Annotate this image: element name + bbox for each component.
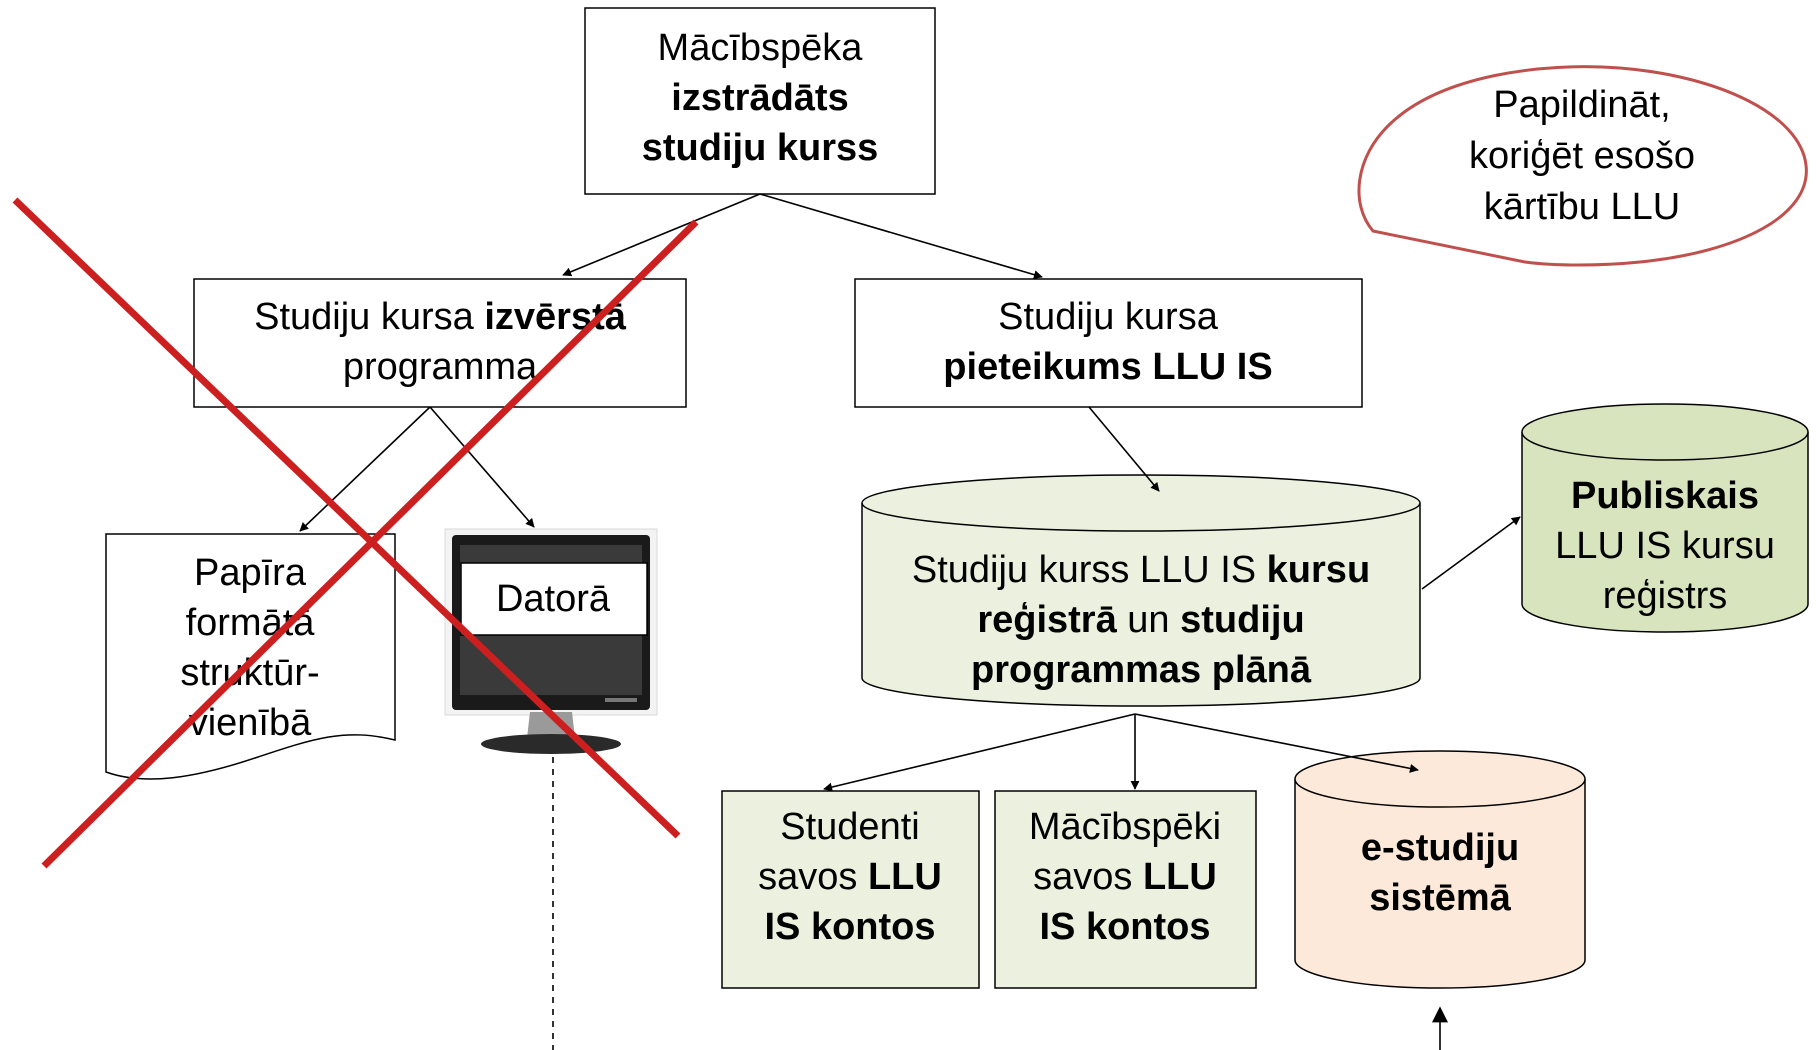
label-line-segment: e-studiju <box>1361 827 1519 869</box>
program-node: Studiju kursa izvērstā programma <box>193 278 687 408</box>
label-line-segment: Studiju kursa <box>254 296 484 338</box>
label-line-segment: Publiskais <box>1571 475 1759 517</box>
students-node-label: Studenti savos LLU IS kontos <box>758 806 942 948</box>
label-line-segment: LLU <box>1143 856 1217 898</box>
red-cross-out <box>12 197 699 869</box>
label-line-segment: programma <box>343 346 538 388</box>
callout-text: Papildināt, koriģēt esošo kārtību LLU <box>1469 84 1695 228</box>
arrow-program-to-computer <box>429 406 535 528</box>
label-line-segment: IS kontos <box>764 906 935 948</box>
label-line-segment: Papildināt, <box>1493 84 1670 126</box>
label-line-segment: Studiju kursa <box>998 296 1219 338</box>
label-line-segment: izstrādāts <box>671 77 848 119</box>
cross-stroke-1 <box>12 197 681 839</box>
arrow-program-to-paper <box>299 406 431 532</box>
registry-database-node: Studiju kurss LLU IS kursu reģistrā un st… <box>861 474 1421 707</box>
e-studies-node-label: e-studiju sistēmā <box>1361 827 1519 919</box>
label-line-segment: IS kontos <box>1039 906 1210 948</box>
label-line-segment: studiju kurss <box>642 127 879 169</box>
label-line-segment: LLU IS kursu <box>1555 525 1775 567</box>
root-node-label: Mācībspēka izstrādāts studiju kurss <box>642 27 879 169</box>
arrow-root-to-program <box>562 193 761 277</box>
label-line-segment: reģistrā <box>977 599 1117 641</box>
teachers-node-label: Mācībspēki savos LLU IS kontos <box>1029 806 1221 948</box>
cross-stroke-2 <box>41 219 699 869</box>
students-node: Studenti savos LLU IS kontos <box>721 790 980 989</box>
callout-bubble: Papildināt, koriģēt esošo kārtību LLU <box>1357 65 1808 267</box>
label-line-segment: sistēmā <box>1369 877 1511 919</box>
arrow-application-to-registry <box>1088 406 1160 492</box>
label-line-segment: kārtību LLU <box>1484 186 1680 228</box>
arrow-registry-to-students <box>823 713 1136 792</box>
label-line-segment: programmas plānā <box>971 649 1312 691</box>
e-studies-database-node: e-studiju sistēmā <box>1294 750 1586 989</box>
label-line-segment: kursu <box>1267 549 1370 591</box>
application-node-label: Studiju kursa pieteikums LLU IS <box>943 296 1272 388</box>
label-line-segment: formātā <box>186 602 316 644</box>
connectors <box>299 193 1521 1050</box>
program-node-label: Studiju kursa izvērstā programma <box>254 296 627 388</box>
computer-label: Datorā <box>496 578 611 620</box>
label-line-segment: Papīra <box>194 552 307 594</box>
teachers-node: Mācībspēki savos LLU IS kontos <box>994 790 1257 989</box>
label-line-segment: savos <box>1033 856 1143 898</box>
arrow-root-to-application <box>759 193 1043 280</box>
label-line-segment: Studiju kurss LLU IS <box>912 549 1267 591</box>
label-line-segment: koriģēt esošo <box>1469 135 1695 177</box>
label-line-segment: un <box>1117 599 1180 641</box>
label-line-segment: LLU <box>868 856 942 898</box>
label-line-segment: Mācībspēki <box>1029 806 1221 848</box>
label-line-segment: studiju <box>1180 599 1305 641</box>
arrow-registry-to-e-studies <box>1134 713 1419 773</box>
label-line-segment: reģistrs <box>1603 575 1728 617</box>
label-line-segment: pieteikums LLU IS <box>943 346 1272 388</box>
label-line-segment: Mācībspēka <box>658 27 864 69</box>
application-node: Studiju kursa pieteikums LLU IS <box>854 278 1363 408</box>
registry-node-label: Studiju kurss LLU IS kursu reģistrā un st… <box>912 549 1370 691</box>
arrow-registry-to-public <box>1421 516 1521 590</box>
label-line-segment: Studenti <box>780 806 919 848</box>
label-line-segment: izvērstā <box>484 296 626 338</box>
label-line-segment: Datorā <box>496 578 611 620</box>
root-node: Mācībspēka izstrādāts studiju kurss <box>584 7 936 195</box>
label-line-segment: vienībā <box>189 702 312 744</box>
label-line-segment: savos <box>758 856 868 898</box>
